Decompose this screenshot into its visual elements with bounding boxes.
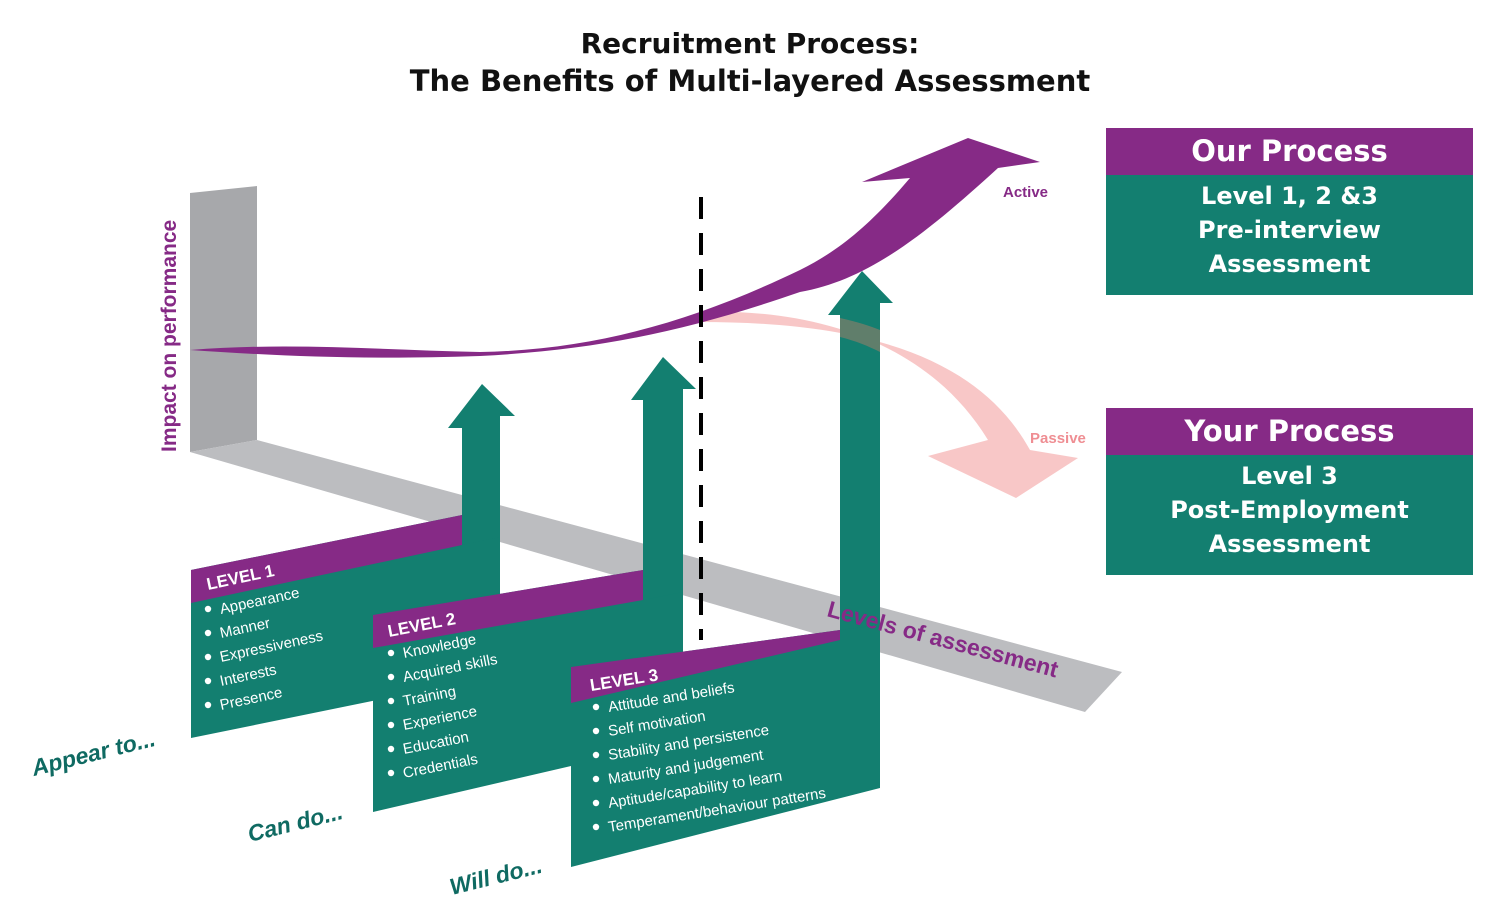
your-process-header: Your Process	[1106, 408, 1473, 455]
your-process-line: Level 3	[1241, 462, 1338, 490]
our-process-body: Level 1, 2 &3 Pre-interview Assessment	[1106, 175, 1473, 295]
level-3-caption: Will do...	[447, 852, 545, 900]
bullet-icon	[387, 745, 395, 753]
bullet-icon	[592, 703, 600, 711]
title-line-2: The Benefits of Multi-layered Assessment	[409, 64, 1091, 98]
our-process-box: Our Process Level 1, 2 &3 Pre-interview …	[1106, 128, 1473, 295]
level-1-up-arrow	[448, 384, 515, 545]
active-curve-arrow	[190, 138, 1040, 358]
bullet-icon	[592, 727, 600, 735]
our-process-header: Our Process	[1106, 128, 1473, 175]
bullet-icon	[387, 697, 395, 705]
bullet-icon	[387, 649, 395, 657]
bullet-icon	[592, 799, 600, 807]
level-2-caption: Can do...	[245, 798, 346, 847]
bullet-icon	[387, 673, 395, 681]
your-process-box: Your Process Level 3 Post-Employment Ass…	[1106, 408, 1473, 575]
bullet-icon	[592, 823, 600, 831]
level-2-up-arrow	[631, 357, 696, 600]
our-process-line: Assessment	[1208, 250, 1371, 278]
your-process-body: Level 3 Post-Employment Assessment	[1106, 455, 1473, 575]
our-process-line: Level 1, 2 &3	[1201, 182, 1378, 210]
level-3-panel	[571, 625, 880, 867]
level-3-up-arrow	[828, 271, 893, 660]
bullet-icon	[592, 775, 600, 783]
bullet-icon	[204, 653, 212, 661]
your-process-line: Assessment	[1208, 530, 1371, 558]
our-process-line: Pre-interview	[1198, 216, 1381, 244]
active-label: Active	[1003, 184, 1048, 201]
y-axis-label: Impact on performance	[158, 220, 181, 452]
bullet-icon	[204, 605, 212, 613]
bullet-icon	[592, 751, 600, 759]
passive-curve-overlap	[840, 318, 880, 352]
bullet-icon	[387, 769, 395, 777]
level-1-caption: Appear to...	[28, 725, 158, 781]
bullet-icon	[204, 629, 212, 637]
title-line-1: Recruitment Process:	[580, 27, 920, 60]
bullet-icon	[204, 677, 212, 685]
passive-label: Passive	[1030, 430, 1086, 447]
bullet-icon	[387, 721, 395, 729]
your-process-line: Post-Employment	[1170, 496, 1409, 524]
passive-curve-arrow	[700, 311, 1078, 498]
y-axis-wall	[190, 186, 257, 452]
bullet-icon	[204, 701, 212, 709]
diagram-title: Recruitment Process: The Benefits of Mul…	[0, 26, 1500, 100]
